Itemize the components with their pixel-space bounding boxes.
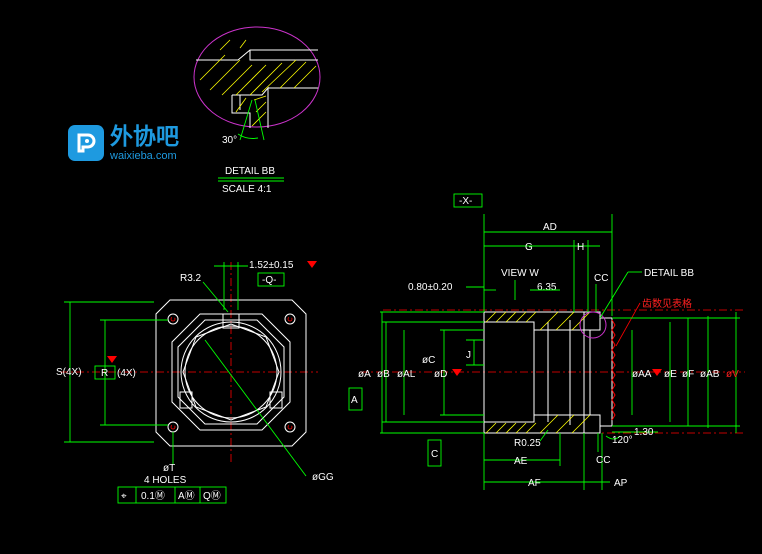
- side-g: G: [525, 242, 533, 253]
- watermark-logo: 外协吧 waixieba.com: [68, 124, 179, 162]
- detail-title: DETAIL BB: [225, 166, 275, 177]
- side-cc-bot: CC: [596, 455, 610, 466]
- logo-icon: [68, 125, 104, 161]
- datum-flag-icon: [652, 369, 662, 376]
- datum-flag-icon: [452, 369, 462, 376]
- side-ap: AP: [614, 478, 628, 489]
- front-gg: øGG: [312, 472, 334, 483]
- side-ov: øV: [726, 369, 739, 380]
- front-hole-dia: øT: [163, 463, 175, 474]
- side-view: -X- AD G H VIEW W CC DETAIL BB 齿数见表格 0.8…: [348, 193, 745, 490]
- detail-scale: SCALE 4:1: [222, 184, 272, 195]
- front-r-box: R: [101, 368, 108, 379]
- side-datum-a: A: [351, 395, 358, 406]
- side-dim-130: 1.30: [634, 427, 654, 438]
- side-cc-top: CC: [594, 273, 608, 284]
- side-r025: R0.25: [514, 438, 541, 449]
- side-ob: øB: [377, 369, 390, 380]
- side-oal: øAL: [397, 369, 416, 380]
- side-ae: AE: [514, 456, 528, 467]
- detail-ellipse: [193, 26, 321, 128]
- side-oa: øA: [358, 369, 371, 380]
- front-s-dim: S(4X): [56, 367, 82, 378]
- side-dim-080: 0.80±0.20: [408, 282, 453, 293]
- side-oab: øAB: [700, 369, 720, 380]
- front-r-count: (4X): [117, 368, 136, 379]
- front-holes: 4 HOLES: [144, 475, 187, 486]
- side-of: øF: [682, 369, 694, 380]
- fcf-position-icon: ⌖: [121, 491, 127, 502]
- feature-control-frame: ⌖ 0.1Ⓜ AⓂ QⓂ: [117, 486, 227, 504]
- side-j: J: [466, 350, 471, 361]
- detail-bb-view: 30° DETAIL BB SCALE 4:1: [193, 26, 321, 195]
- fcf-datum-q: QⓂ: [203, 490, 221, 502]
- front-datum-q: -Q-: [262, 275, 276, 286]
- side-note-cn: 齿数见表格: [642, 297, 692, 310]
- side-ad: AD: [543, 222, 557, 233]
- datum-flag-icon: [107, 356, 117, 363]
- front-tolerance: 1.52±0.15: [249, 260, 294, 271]
- detail-angle-label: 30°: [222, 135, 237, 146]
- side-oaa: øAA: [632, 369, 652, 380]
- front-view: S(4X) R (4X) R3.2 1.52±0.15 -Q- øGG øT 4…: [56, 260, 334, 504]
- side-angle: 120°: [612, 435, 633, 446]
- logo-url: waixieba.com: [110, 150, 177, 162]
- side-h: H: [577, 242, 584, 253]
- fcf-tolerance: 0.1Ⓜ: [141, 490, 165, 502]
- front-radius: R3.2: [180, 273, 202, 284]
- side-dim-635: 6.35: [537, 282, 557, 293]
- side-detail-bb: DETAIL BB: [644, 268, 694, 279]
- side-oc: øC: [422, 355, 435, 366]
- fcf-datum-a: AⓂ: [178, 490, 195, 502]
- side-od: øD: [434, 369, 447, 380]
- teeth-profile: [611, 319, 616, 421]
- side-datum-c: C: [431, 449, 438, 460]
- detail-bb-circle: [579, 311, 607, 339]
- datum-flag-icon: [307, 261, 317, 268]
- side-af: AF: [528, 478, 541, 489]
- side-view-w: VIEW W: [501, 268, 539, 279]
- logo-name: 外协吧: [110, 124, 179, 150]
- side-datum-x: -X-: [459, 196, 472, 207]
- side-oe: øE: [664, 369, 677, 380]
